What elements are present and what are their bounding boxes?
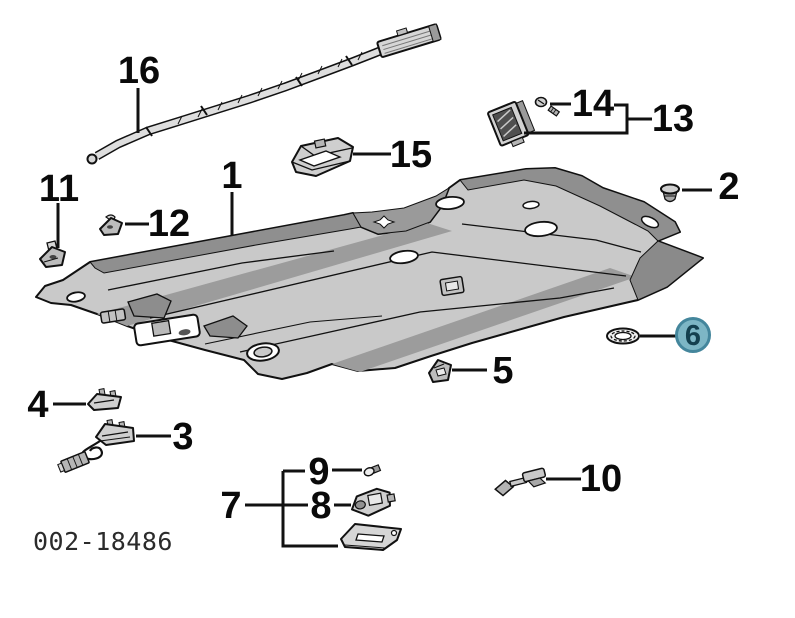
curtain-airbag-icon	[86, 23, 442, 165]
part-label-8[interactable]: 8	[310, 485, 331, 527]
highlighted-callout-6[interactable]: 6	[640, 317, 711, 353]
grommet-icon	[660, 183, 680, 203]
clip-part-10-icon	[494, 467, 547, 497]
part-label-7[interactable]: 7	[220, 485, 241, 527]
diagram-code: 002-18486	[33, 527, 173, 556]
part-label-16[interactable]: 16	[118, 50, 160, 92]
part-label-11[interactable]: 11	[39, 168, 79, 210]
clip-part-11-icon	[39, 240, 66, 268]
part-label-12[interactable]: 12	[148, 203, 190, 245]
part-label-3[interactable]: 3	[172, 416, 193, 458]
lamp-with-harness-icon	[57, 419, 135, 473]
retainer-ring-icon	[606, 327, 640, 345]
leader-lines	[53, 88, 712, 548]
headliner-panel-icon	[35, 167, 704, 380]
part-label-6[interactable]: 6	[685, 320, 701, 352]
part-label-5[interactable]: 5	[492, 350, 513, 392]
part-label-1[interactable]: 1	[221, 155, 242, 197]
clip-part-12-icon	[99, 214, 123, 236]
part-label-13[interactable]: 13	[652, 98, 694, 140]
clip-part-5-icon	[428, 359, 452, 383]
dome-lamp-icon	[87, 388, 122, 411]
highlight-circle[interactable]	[675, 317, 711, 353]
part-label-15[interactable]: 15	[390, 134, 432, 176]
lamp-housing-icon	[487, 100, 536, 148]
lamp-body-icon	[350, 487, 396, 517]
screw-icon	[534, 96, 561, 117]
part-label-14[interactable]: 14	[572, 83, 614, 125]
bulb-icon	[363, 464, 382, 477]
part-label-10[interactable]: 10	[580, 458, 622, 500]
part-label-9[interactable]: 9	[308, 451, 329, 493]
part-label-2[interactable]: 2	[718, 166, 739, 208]
lamp-lens-icon	[340, 523, 402, 551]
part-label-4[interactable]: 4	[27, 384, 48, 426]
overhead-console-icon	[291, 137, 354, 177]
